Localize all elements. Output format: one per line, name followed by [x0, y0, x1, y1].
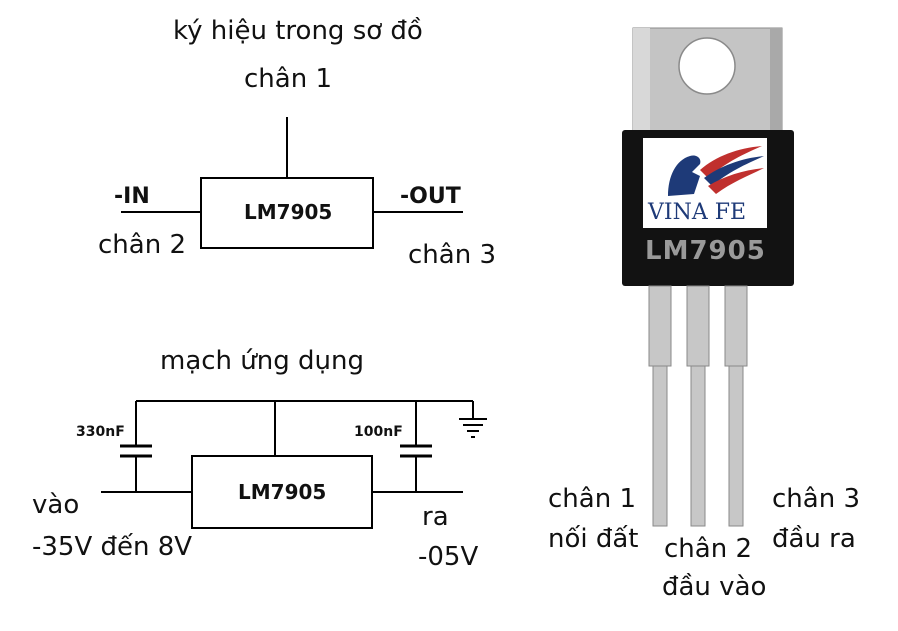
- pkg-pin3-label: chân 3: [772, 484, 860, 514]
- pkg-pin2-label: chân 2: [664, 534, 752, 564]
- cap-in-label: 330nF: [76, 424, 125, 440]
- input-label-line2: -35V đến 8V: [32, 532, 193, 562]
- output-label-line2: -05V: [418, 542, 479, 572]
- to220-package: [622, 27, 794, 527]
- output-label-line1: ra: [422, 502, 449, 532]
- mounting-hole: [678, 37, 736, 95]
- cap-out-label: 100nF: [354, 424, 403, 440]
- symbol-ic-label: LM7905: [244, 200, 333, 224]
- pkg-pin1-label: chân 1: [548, 484, 636, 514]
- horse-logo-icon: [668, 155, 701, 196]
- application-circuit: [101, 400, 487, 529]
- pin1-label: chân 1: [244, 64, 332, 94]
- pkg-pin1-desc: nối đất: [548, 524, 639, 554]
- pkg-pin3-desc: đầu ra: [772, 524, 856, 554]
- symbol-section-title: ký hiệu trong sơ đồ: [173, 16, 423, 46]
- in-label: -IN: [114, 184, 150, 209]
- pkg-pin2-desc: đầu vào: [662, 572, 767, 602]
- pin2-label: chân 2: [98, 230, 186, 260]
- package-part-marking: LM7905: [645, 236, 766, 266]
- symbol-diagram: [121, 117, 463, 249]
- application-section-title: mạch ứng dụng: [160, 346, 364, 376]
- brand-logo-text: VINA FE: [648, 200, 747, 225]
- circuit-ic-label: LM7905: [238, 480, 327, 504]
- pin3-label: chân 3: [408, 240, 496, 270]
- input-label-line1: vào: [32, 490, 80, 520]
- out-label: -OUT: [400, 184, 461, 209]
